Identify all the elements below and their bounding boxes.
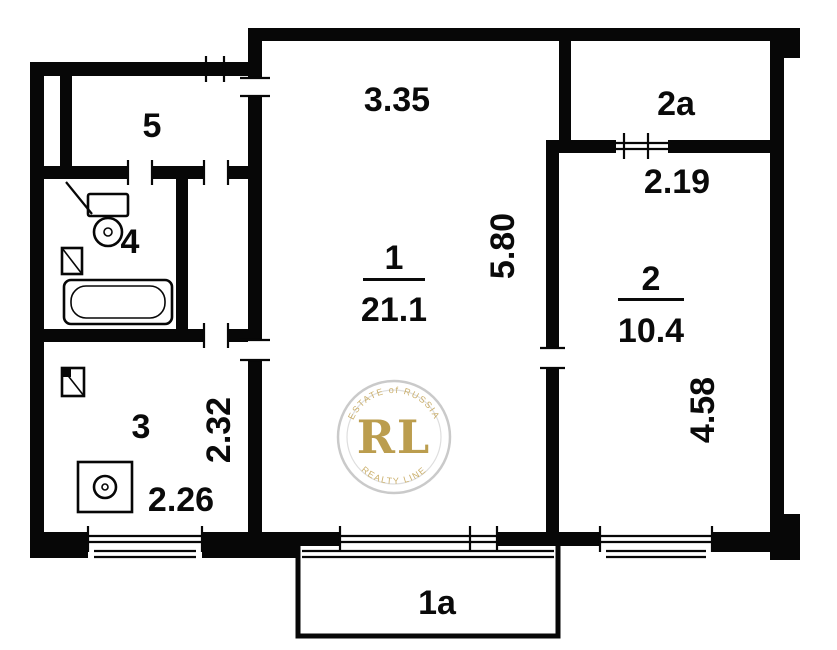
wall-room4-room3-seg (228, 329, 248, 342)
room-4-label: 4 (121, 223, 140, 261)
toilet-tank-icon (86, 192, 130, 218)
watermark-initials: RL (357, 410, 432, 464)
room-2-area: 10.4 (618, 312, 684, 350)
pilaster-top-right (784, 28, 800, 58)
kitchen-window-sill (94, 549, 196, 559)
watermark-inner-ring (346, 389, 442, 485)
room-2-fraction-line (618, 298, 684, 301)
bathroom-right-wall (176, 179, 188, 329)
door-openings (126, 56, 565, 370)
wall-left (30, 62, 44, 558)
bathtub-inner-icon (70, 285, 166, 319)
room-2-label: 2 (642, 260, 661, 298)
kitchen-window (86, 526, 204, 552)
room-1-fraction-line (363, 278, 425, 281)
bathroom-door-leaf (65, 181, 93, 215)
dim-room3-width: 2.26 (148, 481, 214, 519)
kitchen-vent-icon (60, 366, 86, 398)
wall-bottom-seg2 (202, 532, 298, 558)
sink-drain-icon (101, 483, 109, 491)
room-1-area: 21.1 (361, 291, 427, 329)
dim-room2-height: 4.58 (684, 377, 722, 443)
pilaster-bottom-right (784, 514, 800, 560)
room1-kitchen-door-ticks (240, 338, 270, 362)
windows (86, 133, 714, 559)
wall-bottom-seg5 (712, 532, 784, 552)
wall-bottom-seg1 (30, 532, 88, 558)
room-5-label: 5 (143, 107, 162, 145)
wall-top (248, 28, 800, 41)
room5-left-wall (60, 76, 72, 166)
dim-room1-width: 3.35 (364, 81, 430, 119)
wall-2a-room2-seg (559, 140, 616, 153)
sink-basin-icon (92, 474, 118, 500)
toilet-bowl-icon (92, 216, 124, 248)
dim-room3-height: 2.32 (200, 397, 238, 463)
bathroom-fixtures (60, 181, 174, 326)
wall-room5-room4-seg (228, 166, 248, 179)
room1-left-wall-seg (248, 360, 262, 532)
room2-window-sill (606, 549, 706, 559)
kitchen-door-ticks (202, 323, 230, 348)
wall-top-left (30, 62, 248, 76)
dim-room1-height: 5.80 (484, 213, 522, 279)
balcony2a-left-wall (559, 41, 571, 140)
dimension-labels: 3.35 5.80 2.19 4.58 2.32 2.26 (148, 81, 722, 519)
balcony-1a (295, 546, 561, 639)
balcony-2a-label: 2a (657, 85, 696, 123)
room1-left-wall-seg (248, 41, 262, 78)
room-1-label: 1 (385, 239, 404, 277)
corridor-door-ticks (202, 160, 230, 185)
wall-room5-room4-seg (44, 166, 128, 179)
room-labels: 5 4 3 1 21.1 2 10.4 2a 1a (121, 85, 696, 622)
balcony2a-window (616, 133, 668, 159)
wall-bottom-seg3 (298, 532, 340, 546)
toilet-bowl-center-icon (103, 227, 113, 237)
wall-right (770, 28, 784, 560)
wall-bottom-seg4 (497, 532, 600, 546)
entrance-door-ticks (204, 56, 226, 82)
kitchen-fixtures (60, 366, 134, 514)
outer-walls (30, 28, 800, 560)
room2-window (598, 526, 714, 552)
room5-room1-door-ticks (240, 76, 270, 98)
watermark-stamp: ESTATE of RUSSIA REALTY LINE RL (336, 379, 452, 495)
wall-room1-room2-seg (546, 368, 559, 532)
bathroom-door-ticks (126, 160, 154, 185)
wall-room4-room3-seg (44, 329, 204, 342)
balcony-1a-outline (295, 546, 561, 639)
sink-unit-icon (76, 460, 134, 514)
room1-room2-door-ticks (540, 346, 565, 370)
room1-left-wall-seg (248, 96, 262, 340)
bathtub-icon (62, 278, 174, 326)
wall-room1-room2-seg (546, 140, 559, 348)
dim-room2-width: 2.19 (644, 163, 710, 201)
wall-room5-room4-seg (152, 166, 204, 179)
bathroom-vent-icon (60, 246, 84, 276)
balcony-threshold (302, 549, 554, 559)
bathroom-vent-diagonal (61, 247, 83, 275)
watermark-outer-ring (336, 379, 452, 495)
kitchen-vent-corner (62, 368, 71, 377)
room1-balcony-window (338, 526, 499, 552)
wall-2a-room2-seg (668, 140, 784, 153)
room-3-label: 3 (132, 408, 151, 446)
interior-walls (44, 41, 784, 532)
balcony-1a-label: 1a (418, 584, 457, 622)
